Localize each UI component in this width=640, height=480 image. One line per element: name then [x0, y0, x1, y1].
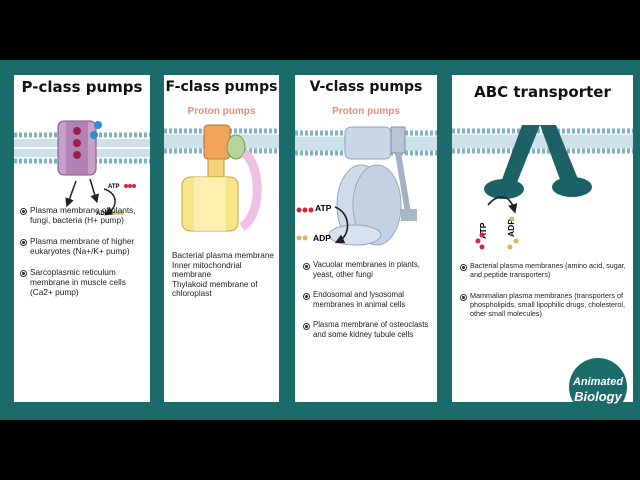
panel-title: P-class pumps: [21, 78, 143, 96]
logo-line2: Biology: [574, 389, 622, 404]
panel-subtitle: Proton pumps: [332, 106, 400, 117]
logo-line1: Animated: [572, 376, 623, 388]
panel-subtitle: Proton pumps: [187, 106, 256, 117]
list-item: Mammalian plasma membranes (transporters…: [460, 291, 628, 318]
atp-label: ATP: [315, 203, 332, 213]
list-item: Bacterial plasma membranes (amino acid, …: [460, 261, 628, 279]
adp-label: ADP: [313, 233, 331, 243]
list-item: Vacuolar membranes in plants, yeast, oth…: [303, 260, 433, 279]
list-item: Plasma membrane of higher eukaryotes (Na…: [20, 236, 146, 256]
animated-biology-logo: Animated Biology: [569, 358, 627, 416]
adp-label: ADP: [506, 219, 516, 237]
v-class-panel: V-class pumps Proton pumps ATP ADP Vacuo…: [295, 75, 437, 402]
panel-title: F-class pumps: [165, 79, 278, 95]
v-class-locations: Vacuolar membranes in plants, yeast, oth…: [303, 260, 433, 339]
list-item: Sarcoplasmic reticulum membrane in muscl…: [20, 267, 146, 297]
list-item: Thylakoid membrane of chloroplast: [172, 279, 258, 299]
f-class-diagram: [164, 124, 279, 232]
v-class-diagram: ATP ADP: [295, 126, 437, 246]
abc-panel: ABC transporter ATP ADP Bacterial plasma…: [452, 75, 633, 402]
abc-locations: Bacterial plasma membranes (amino acid, …: [460, 261, 628, 318]
list-item: Endosomal and lysosomal membranes in ani…: [303, 290, 433, 309]
f-class-locations: Bacterial plasma membrane Inner mitochon…: [172, 251, 278, 299]
p-class-locations: Plasma membrane of plants, fungi, bacter…: [20, 205, 146, 297]
list-item: Inner mitochondrial membrane: [172, 260, 242, 280]
list-item: Bacterial plasma membrane: [172, 251, 274, 260]
list-item: Plasma membrane of osteoclasts and some …: [303, 320, 433, 339]
list-item: Plasma membrane of plants, fungi, bacter…: [20, 205, 146, 225]
p-class-panel: P-class pumps ATP ADP Plas: [14, 75, 150, 402]
adp-label: ADP: [96, 211, 109, 217]
panel-title: V-class pumps: [309, 79, 423, 95]
video-frame: P-class pumps ATP ADP Plas: [0, 60, 640, 420]
atp-label: ATP: [478, 222, 488, 239]
f-class-panel: F-class pumps Proton pumps Bacterial pla…: [164, 75, 279, 402]
atp-label: ATP: [108, 184, 120, 190]
p-class-diagram: ATP ADP: [14, 120, 150, 217]
panel-title: ABC transporter: [474, 83, 611, 101]
abc-diagram: ATP ADP: [452, 125, 633, 250]
